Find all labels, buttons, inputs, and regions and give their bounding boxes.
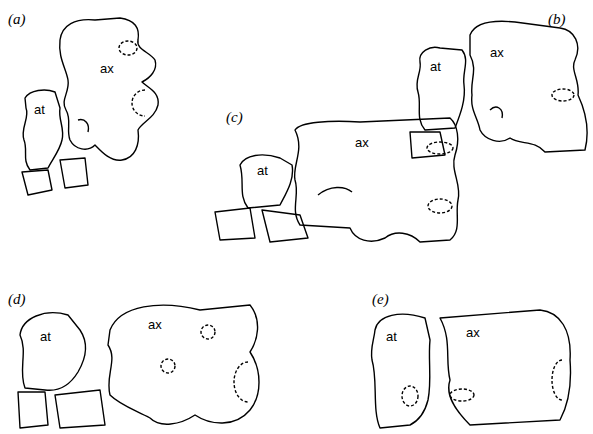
part-name: ax [466,326,480,339]
part-name: ax [490,46,504,59]
panel-letter: (d) [8,292,26,307]
part-name: at [40,330,51,343]
panel-letter: (a) [8,12,26,27]
part-name: at [386,330,397,343]
part-name: ax [148,318,162,331]
panel-letter: (b) [548,12,566,27]
panel-letter: (e) [372,292,389,307]
part-name: ax [100,62,114,75]
part-name: at [257,164,268,177]
part-name: ax [355,136,369,149]
part-name: at [430,60,441,73]
panel-letter: (c) [226,110,243,125]
part-name: at [34,103,45,116]
